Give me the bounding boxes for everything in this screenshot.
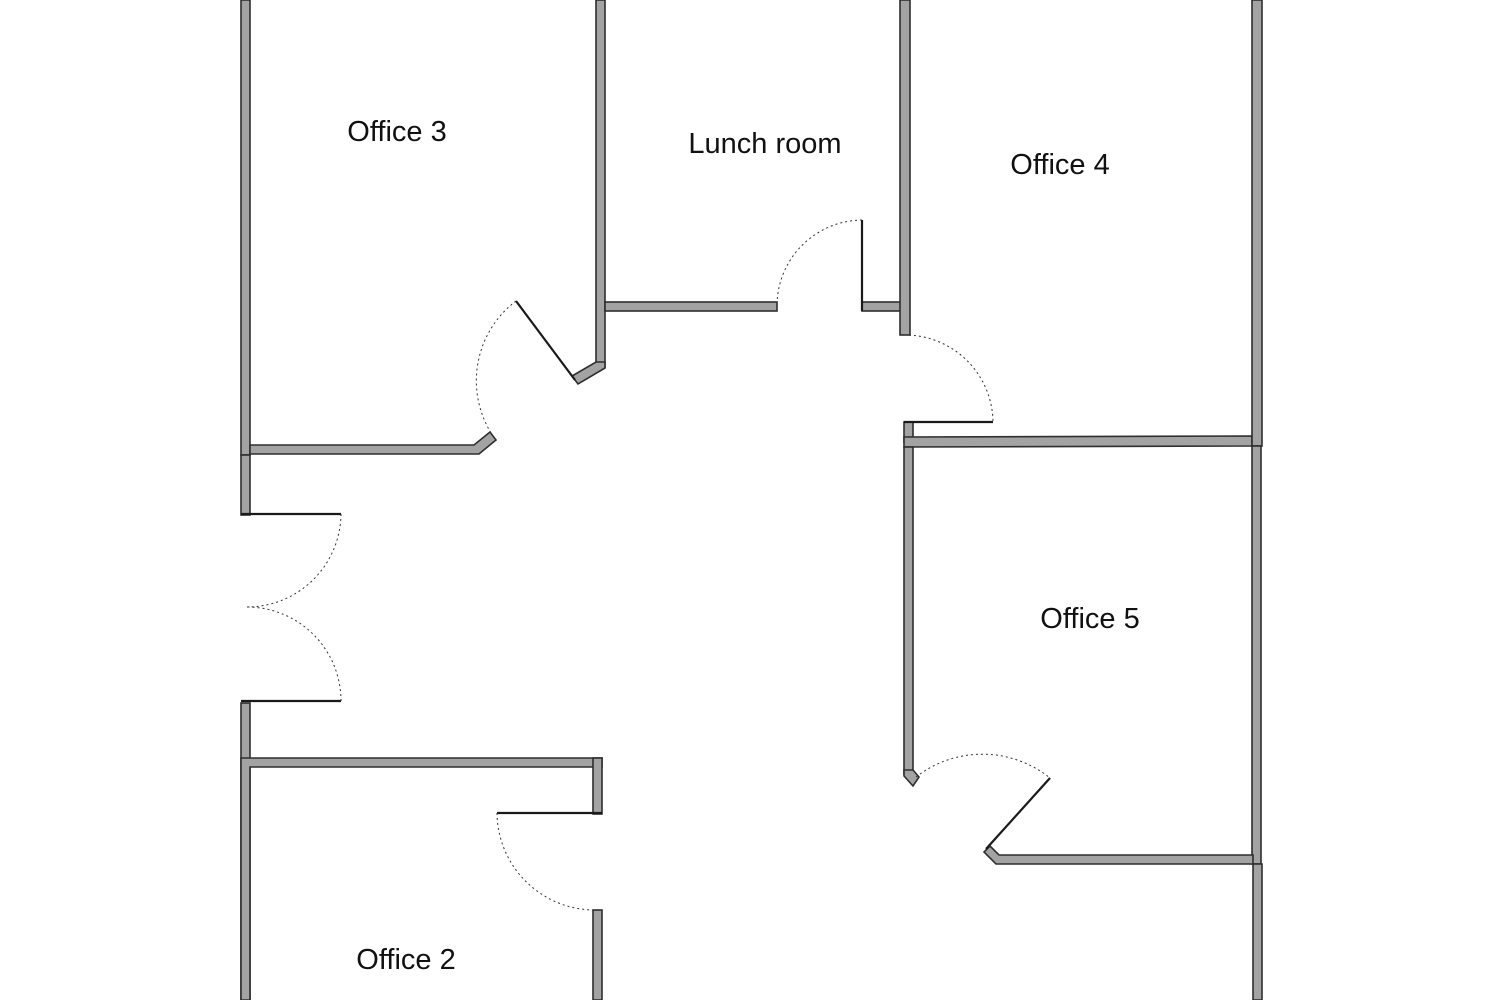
office-2-door — [496, 811, 602, 911]
outer-right-wall-upper — [1251, 0, 1263, 447]
office-4-bottom-wall — [903, 435, 1253, 448]
office-4-label: Office 4 — [1010, 149, 1109, 181]
office-2-right-wall-upper — [592, 757, 603, 815]
lunch-room-label: Lunch room — [688, 128, 841, 160]
lunch-room-bottom-wall-left — [604, 301, 778, 312]
office-3-door — [475, 300, 576, 437]
lunch-room-right-wall — [899, 0, 911, 336]
doors — [241, 219, 1051, 911]
outer-right-wall-mid — [1251, 445, 1262, 865]
outer-left-wall-mid — [240, 454, 251, 516]
office-3-bottom-wall — [249, 430, 498, 455]
office-2-right-wall-lower — [592, 909, 603, 1000]
office-5-door — [915, 753, 1051, 850]
office-5-left-jamb — [903, 769, 921, 788]
office-4-door — [903, 334, 994, 424]
office-5-bottom-wall — [982, 844, 1254, 865]
office-5-label: Office 5 — [1040, 603, 1139, 635]
room-labels: Office 3 Lunch room Office 4 Office 5 Of… — [347, 116, 1139, 976]
outer-left-wall-upper — [240, 0, 251, 456]
office-5-left-wall — [903, 446, 914, 775]
office-3-label: Office 3 — [347, 116, 446, 148]
lunch-room-door — [776, 219, 864, 311]
lunch-room-bottom-wall-right — [861, 301, 905, 312]
outer-right-wall-lower — [1252, 863, 1263, 1000]
entrance-double-door — [241, 512, 342, 703]
office-3-right-wall — [595, 0, 606, 368]
office-3-door-jamb — [570, 361, 606, 386]
office-2-label: Office 2 — [356, 944, 455, 976]
